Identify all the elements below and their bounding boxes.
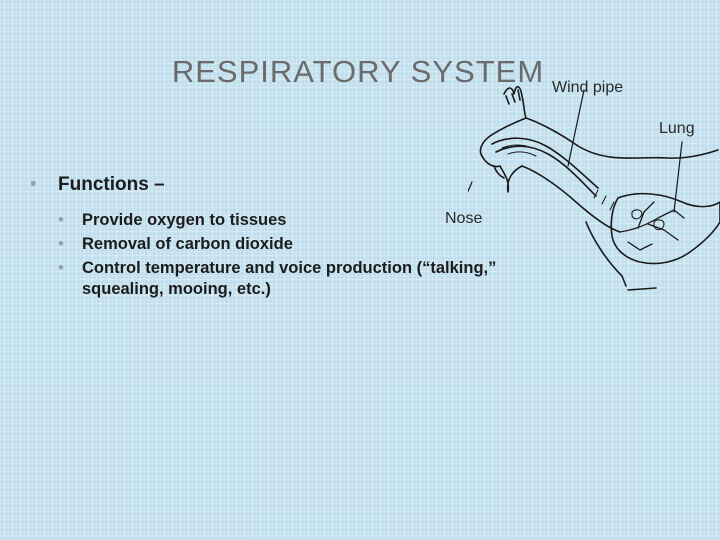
bullet-icon: • [58, 235, 64, 253]
list-item-text: Control temperature and voice production… [82, 259, 497, 298]
slide-title: RESPIRATORY SYSTEM [171, 54, 545, 89]
bullet-icon: • [58, 259, 64, 277]
list-item: • Control temperature and voice producti… [58, 258, 500, 300]
bullet-icon: • [58, 211, 64, 229]
respiratory-diagram-illustration [468, 85, 720, 291]
list-item: • Provide oxygen to tissues [58, 210, 500, 231]
functions-list: • Provide oxygen to tissues • Removal of… [30, 210, 500, 300]
slide-content: • Functions – • Provide oxygen to tissue… [30, 174, 500, 303]
list-item: • Removal of carbon dioxide [58, 234, 500, 255]
functions-heading: • Functions – [30, 174, 500, 196]
list-item-text: Removal of carbon dioxide [82, 235, 293, 253]
bullet-icon: • [30, 174, 37, 195]
wind-pipe-label: Wind pipe [552, 79, 624, 96]
list-item-text: Provide oxygen to tissues [82, 211, 287, 229]
lung-label: Lung [659, 120, 695, 137]
functions-heading-text: Functions – [58, 174, 165, 195]
nose-label: Nose [445, 210, 483, 227]
